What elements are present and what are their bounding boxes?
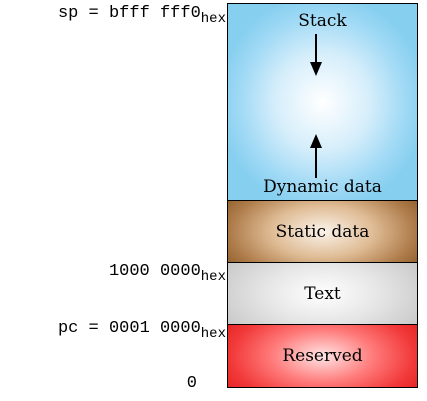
pc-address-value: pc = 0001 0000: [57, 319, 201, 338]
reserved-label: Reserved: [282, 346, 363, 366]
arrow-up-icon: [310, 134, 322, 178]
text-address-suffix: hex: [200, 269, 226, 285]
reserved-segment: Reserved: [227, 324, 418, 388]
sp-address-value: sp = bfff fff0: [57, 4, 201, 23]
static-data-label: Static data: [275, 221, 370, 242]
text-address-value: 1000 0000: [108, 262, 201, 281]
stack-label: Stack: [298, 11, 347, 31]
text-segment: Text: [227, 262, 418, 325]
text-label: Text: [304, 283, 341, 304]
stack-arrows: [310, 34, 322, 178]
arrow-down-icon: [310, 34, 322, 76]
zero-address-value: 0: [186, 374, 197, 393]
pc-address-suffix: hex: [200, 326, 226, 342]
text-address-label: 1000 0000hex: [109, 263, 226, 284]
static-data-segment: Static data: [227, 200, 418, 263]
sp-address-suffix: hex: [200, 11, 226, 27]
stack-segment: Stack Dynamic data: [227, 3, 418, 201]
pc-address-label: pc = 0001 0000hex: [58, 320, 226, 341]
zero-address-label: 0: [187, 375, 197, 392]
dynamic-data-label: Dynamic data: [263, 177, 382, 197]
sp-address-label: sp = bfff fff0hex: [58, 5, 226, 26]
